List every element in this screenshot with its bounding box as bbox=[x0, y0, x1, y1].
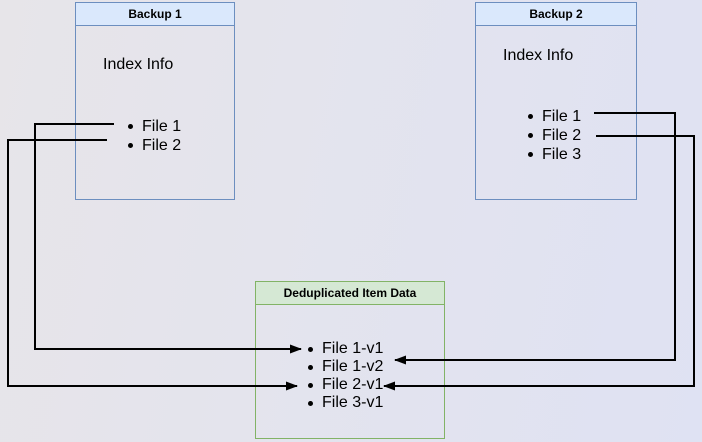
item-label: File 2 bbox=[542, 126, 582, 144]
bullet-icon bbox=[308, 382, 313, 388]
item-label: File 2-v1 bbox=[322, 376, 384, 393]
bullet-icon bbox=[308, 346, 313, 352]
bullet-icon bbox=[128, 124, 133, 129]
list-item: File 1-v2 bbox=[308, 358, 383, 376]
bullet-icon bbox=[128, 143, 133, 148]
item-label: File 2 bbox=[142, 136, 182, 154]
list-item: File 2 bbox=[128, 136, 181, 155]
backup1-title: Backup 1 bbox=[76, 3, 234, 26]
item-label: File 1 bbox=[542, 107, 582, 125]
bullet-icon bbox=[308, 400, 313, 406]
item-label: File 1 bbox=[142, 117, 182, 135]
list-item: File 2 bbox=[528, 126, 581, 145]
item-label: File 3-v1 bbox=[322, 394, 384, 411]
list-item: File 2-v1 bbox=[308, 376, 383, 394]
backup1-index-info-label: Index Info bbox=[103, 56, 174, 73]
backup2-title: Backup 2 bbox=[476, 3, 636, 26]
item-label: File 1-v1 bbox=[322, 340, 384, 357]
list-item: File 3-v1 bbox=[308, 394, 383, 412]
list-item: File 1 bbox=[528, 107, 581, 126]
list-item: File 1 bbox=[128, 117, 181, 136]
deduplicated-item-data-title: Deduplicated Item Data bbox=[256, 282, 444, 305]
item-label: File 3 bbox=[542, 145, 582, 163]
list-item: File 3 bbox=[528, 145, 581, 164]
list-item: File 1-v1 bbox=[308, 340, 383, 358]
bullet-icon bbox=[528, 133, 533, 138]
bullet-icon bbox=[528, 114, 533, 119]
bullet-icon bbox=[528, 152, 533, 157]
backup2-index-info-label: Index Info bbox=[503, 47, 574, 64]
item-label: File 1-v2 bbox=[322, 358, 384, 375]
bullet-icon bbox=[308, 364, 313, 370]
